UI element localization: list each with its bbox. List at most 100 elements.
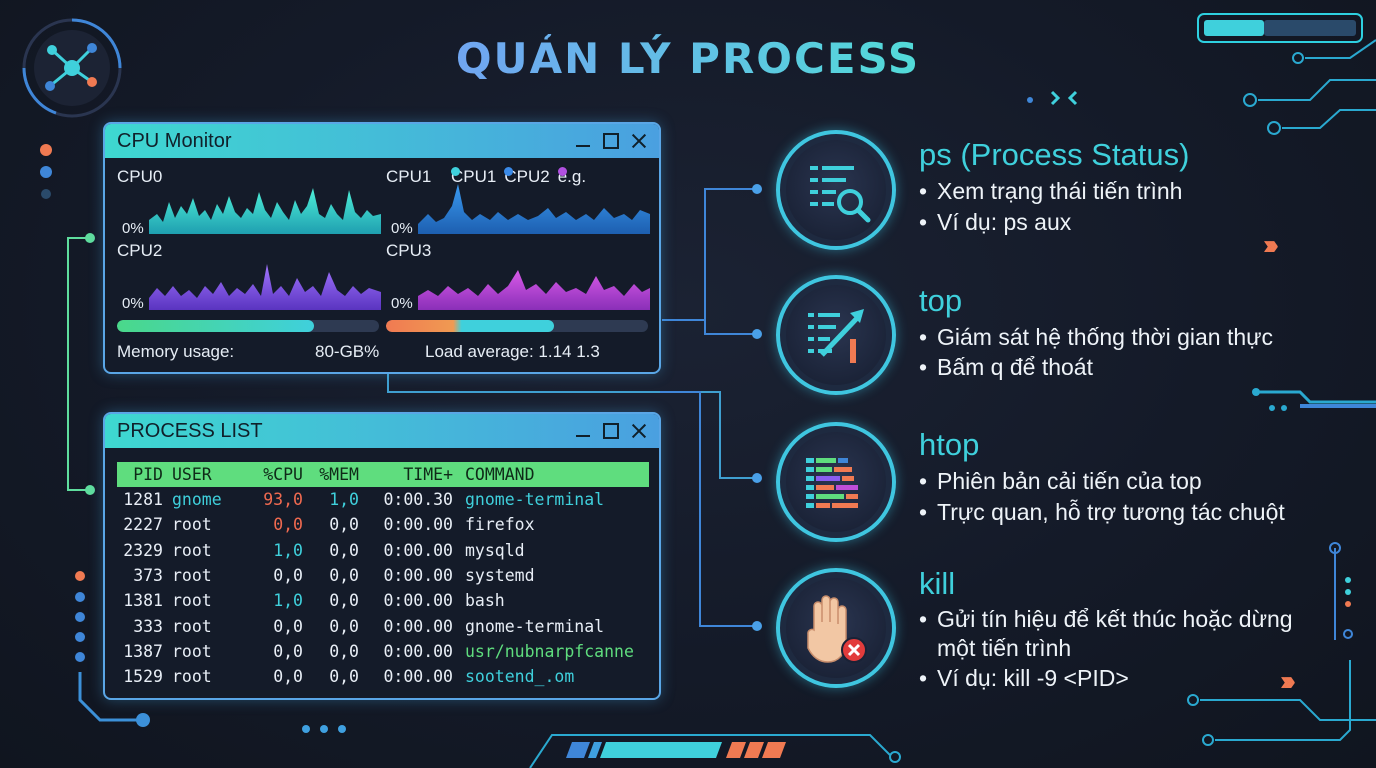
cpu1-zero-label: 0% xyxy=(391,220,413,237)
cell-cpu: 1,0 xyxy=(273,540,303,560)
graph-legend: CPU1 CPU2 e.g. xyxy=(451,167,586,187)
top-bullet-2: •Bấm q để thoát xyxy=(919,354,1093,380)
memory-usage-label: Memory usage: xyxy=(117,342,235,361)
col-header-mem[interactable]: %MEM xyxy=(319,465,359,484)
cell-mem: 0,0 xyxy=(329,667,359,687)
search-list-icon xyxy=(810,166,871,223)
bullet-text: Trực quan, hỗ trợ tương tác chuột xyxy=(937,499,1285,525)
cpu0-label: CPU0 xyxy=(117,167,163,186)
table-row[interactable]: 1381 root 1,0 0,0 0:00.00 bash xyxy=(117,588,649,613)
cell-time: 0:00.00 xyxy=(383,641,453,661)
cpu0-graph xyxy=(149,188,381,234)
cell-command: bash xyxy=(465,591,505,611)
bullet-text: một tiến trình xyxy=(937,635,1072,661)
trend-up-icon xyxy=(808,309,864,363)
cell-user: root xyxy=(172,540,212,560)
cpu3-zero-label: 0% xyxy=(391,295,413,312)
bullet-text: Ví dụ: kill -9 <PID> xyxy=(937,665,1129,691)
kill-command-badge xyxy=(776,568,896,688)
cell-user: gnome xyxy=(172,490,222,510)
top-command-badge xyxy=(776,275,896,395)
cell-pid: 1381 xyxy=(123,591,163,611)
kill-bullet-1: •Gửi tín hiệu để kết thúc hoặc dừng xyxy=(919,606,1293,632)
ps-bullet-1: •Xem trạng thái tiến trình xyxy=(919,178,1183,204)
cell-mem: 1,0 xyxy=(329,490,359,510)
ps-command-badge xyxy=(776,130,896,250)
maximize-icon[interactable] xyxy=(603,423,619,439)
minimize-icon[interactable] xyxy=(575,133,591,149)
cell-mem: 0,0 xyxy=(329,591,359,611)
cell-pid: 333 xyxy=(133,616,163,636)
cell-mem: 0,0 xyxy=(329,515,359,535)
bullet-text: Bấm q để thoát xyxy=(937,354,1093,380)
col-header-pid[interactable]: PID xyxy=(133,465,163,484)
cell-cpu: 0,0 xyxy=(273,667,303,687)
top-title: top xyxy=(919,283,963,318)
htop-bullet-2: •Trực quan, hỗ trợ tương tác chuột xyxy=(919,499,1285,525)
table-header: PID USER %CPU %MEM TIME+ COMMAND xyxy=(117,462,649,487)
legend-item-cpu1: CPU1 xyxy=(451,167,496,187)
chevron-right-icon: ››› xyxy=(1263,229,1279,260)
page-title: QUẢN LÝ PROCESS xyxy=(0,34,1376,83)
htop-title: htop xyxy=(919,427,980,462)
top-bullet-1: •Giám sát hệ thống thời gian thực xyxy=(919,324,1274,350)
stop-hand-icon xyxy=(807,595,867,663)
legend-item-cpu2: CPU2 xyxy=(504,167,550,187)
cell-time: 0:00.00 xyxy=(383,591,453,611)
cell-cpu: 0,0 xyxy=(273,641,303,661)
table-row[interactable]: 1281 gnome 93,0 1,0 0:00.30 gnome-termin… xyxy=(117,487,649,512)
close-icon[interactable] xyxy=(631,133,647,149)
cell-mem: 0,0 xyxy=(329,540,359,560)
cell-pid: 2329 xyxy=(123,540,163,560)
table-row[interactable]: 333 root 0,0 0,0 0:00.00 gnome-terminal xyxy=(117,613,649,638)
memory-usage-fill xyxy=(117,320,314,332)
cpu2-graph xyxy=(149,264,381,310)
table-row[interactable]: 1529 root 0,0 0,0 0:00.00 sootend_.om xyxy=(117,664,649,689)
chevron-right-icon: ››› xyxy=(1280,665,1296,696)
load-average-bar xyxy=(386,320,648,332)
kill-title: kill xyxy=(919,566,956,601)
cell-cpu: 0,0 xyxy=(273,616,303,636)
minimize-icon[interactable] xyxy=(575,423,591,439)
col-header-command[interactable]: COMMAND xyxy=(465,465,535,484)
process-list-title: PROCESS LIST xyxy=(117,419,263,442)
ps-bullet-2: •Ví dụ: ps aux xyxy=(919,209,1072,235)
process-table: PID USER %CPU %MEM TIME+ COMMAND 1281 gn… xyxy=(117,462,649,689)
cpu1-label: CPU1 xyxy=(386,167,432,186)
cpu-monitor-titlebar: CPU Monitor xyxy=(105,124,659,158)
cell-user: root xyxy=(172,515,212,535)
process-list-titlebar: PROCESS LIST xyxy=(105,414,659,448)
cpu3-graph xyxy=(418,270,650,310)
cell-mem: 0,0 xyxy=(329,616,359,636)
legend-dot-icon xyxy=(451,167,460,176)
col-header-user[interactable]: USER xyxy=(172,465,212,484)
cell-cpu: 0,0 xyxy=(273,566,303,586)
bullet-text: Xem trạng thái tiến trình xyxy=(937,178,1183,204)
cell-mem: 0,0 xyxy=(329,641,359,661)
legend-label: CPU1 xyxy=(451,167,497,186)
cpu0-zero-label: 0% xyxy=(122,220,144,237)
table-row[interactable]: 373 root 0,0 0,0 0:00.00 systemd xyxy=(117,563,649,588)
cell-pid: 2227 xyxy=(123,515,163,535)
table-row[interactable]: 2227 root 0,0 0,0 0:00.00 firefox xyxy=(117,512,649,537)
cell-pid: 1387 xyxy=(123,641,163,661)
cpu-monitor-window: CPU Monitor CPU0 CPU1 CPU1 CPU2 e.g. 0% … xyxy=(103,122,661,374)
cpu3-label: CPU3 xyxy=(386,241,432,260)
cell-cpu: 1,0 xyxy=(273,591,303,611)
col-header-cpu[interactable]: %CPU xyxy=(263,465,303,484)
close-icon[interactable] xyxy=(631,423,647,439)
maximize-icon[interactable] xyxy=(603,133,619,149)
cell-command: gnome-terminal xyxy=(465,490,605,510)
col-header-time[interactable]: TIME+ xyxy=(403,465,453,484)
memory-usage-value: 80-GB% xyxy=(315,342,380,361)
bullet-text: Giám sát hệ thống thời gian thực xyxy=(937,324,1274,350)
cell-command: gnome-terminal xyxy=(465,616,605,636)
cell-command: systemd xyxy=(465,566,535,586)
table-row[interactable]: 2329 root 1,0 0,0 0:00.00 mysqld xyxy=(117,538,649,563)
table-row[interactable]: 1387 root 0,0 0,0 0:00.00 usr/nubnarpfca… xyxy=(117,639,649,664)
cell-time: 0:00.30 xyxy=(383,490,453,510)
load-average-fill xyxy=(386,320,554,332)
cell-cpu: 0,0 xyxy=(273,515,303,535)
memory-usage-bar xyxy=(117,320,379,332)
